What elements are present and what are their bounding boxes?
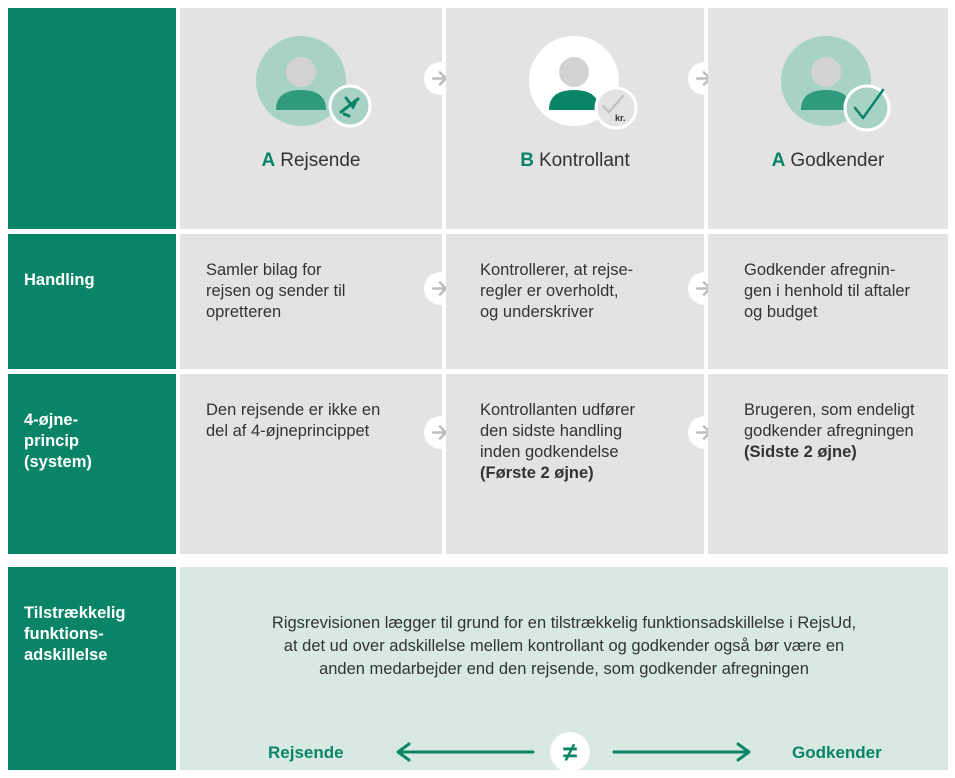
separation-right-label: Godkender	[792, 743, 882, 762]
separation-panel: Rigsrevisionen lægger til grund for en t…	[180, 567, 948, 772]
handling-cell-rejsende: Samler bilag for rejsen og sender til op…	[180, 234, 442, 369]
row-label-handling: Handling	[8, 234, 176, 369]
role-name: Kontrollant	[538, 150, 630, 171]
cell-text: Brugeren, som endeligt godkender afregni…	[744, 401, 915, 440]
four-eyes-cell-godkender: Brugeren, som endeligt godkender afregni…	[708, 374, 948, 554]
four-eyes-cell-kontrollant: Kontrollanten udfører den sidste handlin…	[446, 374, 704, 554]
four-eyes-cell-rejsende: Den rejsende er ikke en del af 4-øjnepri…	[180, 374, 442, 554]
handling-cell-godkender: Godkender afregnin- gen i henhold til af…	[708, 234, 948, 369]
role-letter: B	[520, 150, 534, 171]
role-name: Godkender	[790, 150, 885, 171]
cell-emphasis: (Sidste 2 øjne)	[744, 443, 857, 461]
role-letter: A	[261, 150, 276, 171]
handling-cell-kontrollant: Kontrollerer, at rejse- regler er overho…	[446, 234, 704, 369]
separation-left-label: Rejsende	[268, 743, 344, 762]
cell-text: Godkender afregnin- gen i henhold til af…	[744, 261, 911, 321]
row-label-four-eyes: 4-øjne- princip (system)	[8, 374, 176, 554]
kr-badge-text: kr.	[615, 113, 626, 123]
cell-text: Samler bilag for rejsen og sender til op…	[206, 261, 346, 321]
cell-text: Kontrollerer, at rejse- regler er overho…	[480, 261, 634, 321]
not-equal-symbol: ≠	[562, 737, 578, 767]
row-label-separation: Tilstrækkelig funktions- adskillelse	[8, 567, 176, 770]
role-letter: A	[771, 150, 786, 171]
cell-text: Den rejsende er ikke en del af 4-øjnepri…	[206, 401, 381, 440]
role-name: Rejsende	[280, 150, 361, 171]
cell-emphasis: (Første 2 øjne)	[480, 464, 594, 482]
separation-text: Rigsrevisionen lægger til grund for en t…	[271, 614, 857, 678]
not-equal-icon: ≠	[550, 732, 590, 772]
traveller-avatar-icon	[256, 36, 372, 128]
right-arrow-icon	[612, 742, 751, 762]
left-arrow-icon	[396, 742, 535, 762]
header-corner	[8, 8, 176, 229]
controller-avatar-icon: kr.	[529, 36, 638, 130]
cell-text: Kontrollanten udfører den sidste handlin…	[480, 401, 636, 461]
approver-avatar-icon	[781, 36, 891, 132]
